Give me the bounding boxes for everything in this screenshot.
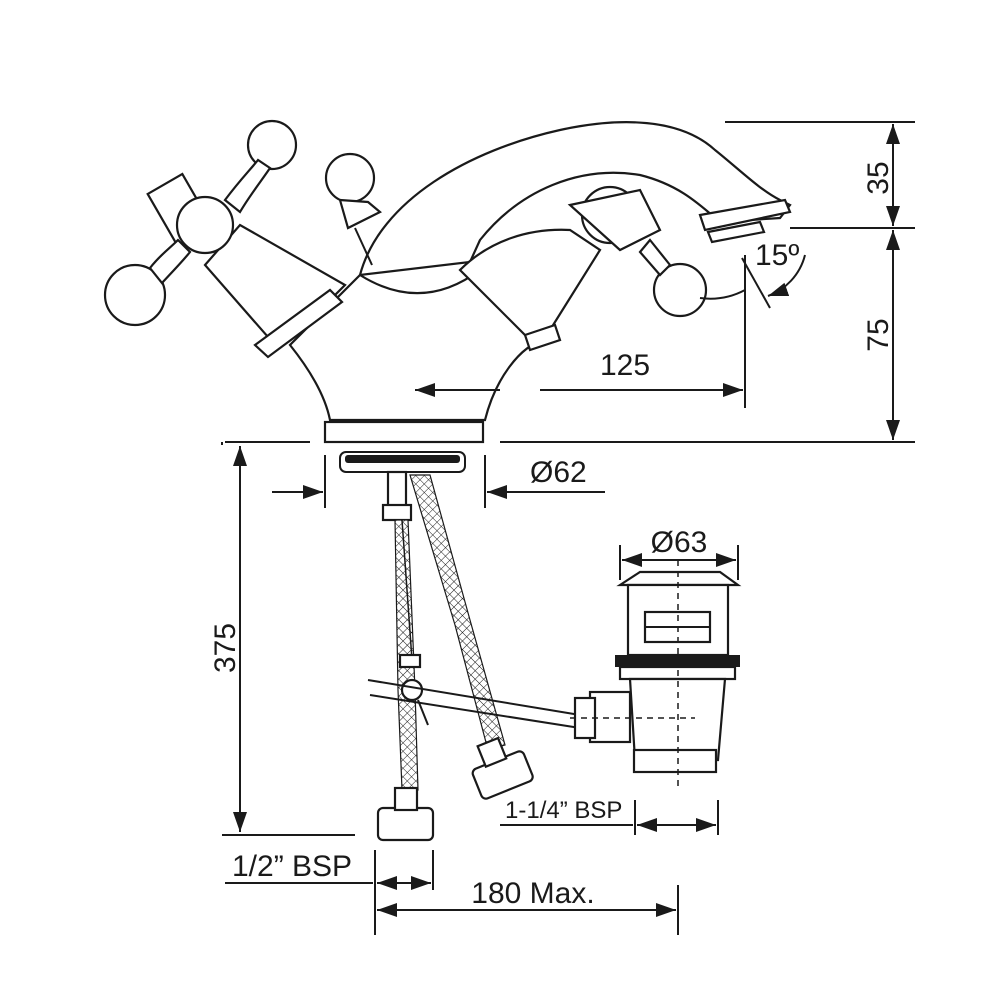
right-valve-body [458, 228, 602, 342]
basin-mixer-tap [103, 119, 792, 444]
dim-waste-thread: 1-1/4” BSP [505, 797, 622, 824]
base-flange [323, 420, 485, 444]
dim-75: 75 [862, 318, 895, 351]
spout-aerator [698, 198, 792, 232]
dim-diameter-63: Ø63 [651, 526, 708, 559]
dim-125: 125 [600, 349, 650, 382]
dim-35: 35 [862, 161, 895, 194]
left-hose-nut [376, 806, 435, 842]
dim-supply-thread: 1/2” BSP [232, 850, 352, 883]
dim-180-max: 180 Max. [471, 877, 594, 910]
mounting-kit [339, 451, 581, 842]
pop-up-waste [570, 560, 742, 790]
dim-15-degrees: 15º [755, 239, 799, 272]
tap-pillar [288, 268, 548, 422]
dim-375: 375 [209, 623, 242, 673]
dim-diameter-62: Ø62 [530, 456, 587, 489]
dimension-lines [221, 121, 915, 935]
right-supply-hose [409, 474, 506, 751]
spout [358, 121, 792, 277]
